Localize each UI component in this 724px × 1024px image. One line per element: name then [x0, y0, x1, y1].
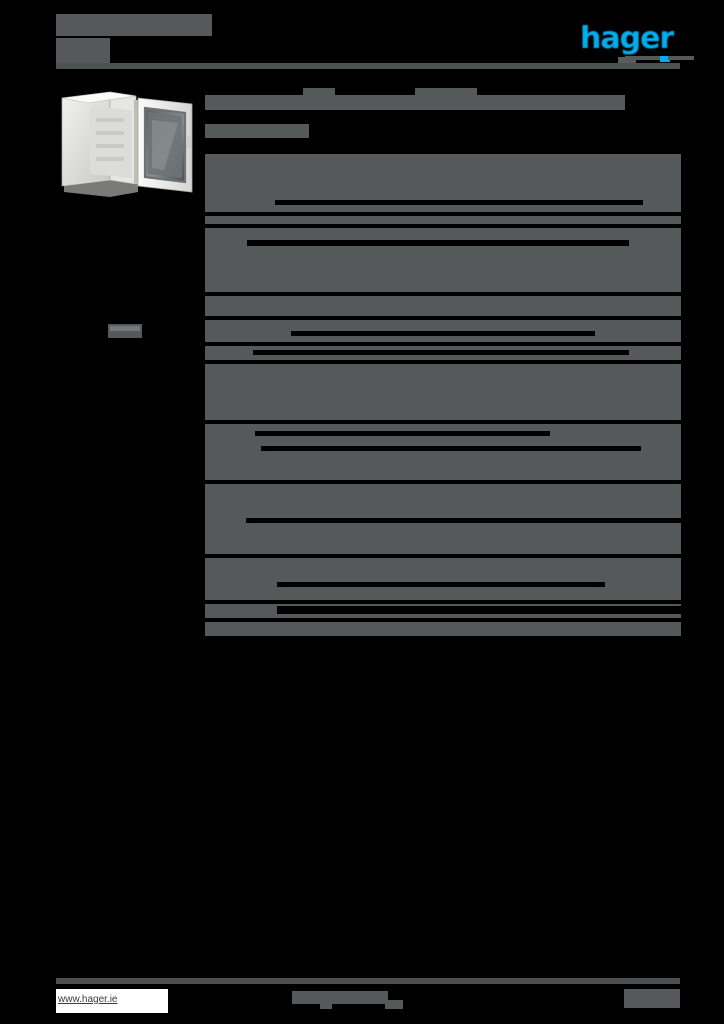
spec-row — [205, 154, 681, 212]
spec-row — [205, 346, 681, 360]
spec-row-gap — [275, 200, 643, 205]
spec-row-gap — [246, 518, 682, 523]
footer-center-text — [292, 991, 388, 1004]
header-tab-right-2 — [668, 56, 694, 60]
header-rule — [56, 63, 680, 69]
footer-page-badge — [624, 989, 680, 1008]
spec-row-gap — [255, 431, 550, 436]
footer-url-box — [56, 989, 168, 1013]
spec-heading-tab-2 — [415, 88, 477, 96]
spec-heading-tab-1 — [303, 88, 335, 96]
page-footer: www.hager.ie — [0, 978, 724, 1024]
spec-row-gap — [277, 606, 681, 614]
left-column — [52, 84, 197, 338]
footer-website-link[interactable]: www.hager.ie — [58, 994, 118, 1005]
header-rule-tab — [56, 56, 94, 63]
specification-table — [205, 88, 682, 640]
enclosure-illustration — [61, 91, 193, 197]
page-header: hager — [0, 0, 724, 72]
spec-row — [205, 424, 681, 480]
hager-logo-shadow — [618, 57, 636, 63]
spec-row — [205, 228, 681, 292]
spec-row — [205, 484, 682, 554]
spec-row-gap — [277, 582, 605, 587]
spec-row-gap — [253, 350, 629, 355]
spec-row — [205, 320, 681, 342]
header-tab-accent — [660, 56, 670, 62]
spec-subheading-row — [205, 124, 681, 142]
spec-row — [205, 604, 681, 618]
document-title-block — [56, 14, 296, 64]
spec-row-gap — [261, 446, 641, 451]
spec-row-divider — [205, 636, 681, 640]
spec-heading-row — [205, 88, 681, 110]
product-image — [52, 84, 202, 200]
footer-center-mark-1 — [320, 1002, 332, 1009]
spec-row — [205, 216, 681, 224]
spec-row — [205, 364, 681, 420]
title-line-2 — [56, 22, 212, 36]
hager-logo: hager — [580, 21, 678, 63]
footer-rule — [56, 978, 680, 984]
spec-row — [205, 558, 681, 600]
spec-subheading — [205, 124, 309, 138]
footer-center-mark-2 — [385, 1000, 403, 1009]
header-tab-right-1 — [625, 56, 663, 60]
spec-row — [205, 622, 681, 636]
spec-row-gap — [291, 331, 595, 336]
spec-heading — [205, 95, 625, 110]
spec-row — [205, 296, 681, 316]
title-line-3 — [56, 38, 110, 60]
spec-row-gap — [247, 240, 629, 246]
spec-rows-container — [205, 154, 682, 640]
product-reference-text — [110, 326, 140, 331]
hager-logo-text: hager — [580, 21, 674, 56]
